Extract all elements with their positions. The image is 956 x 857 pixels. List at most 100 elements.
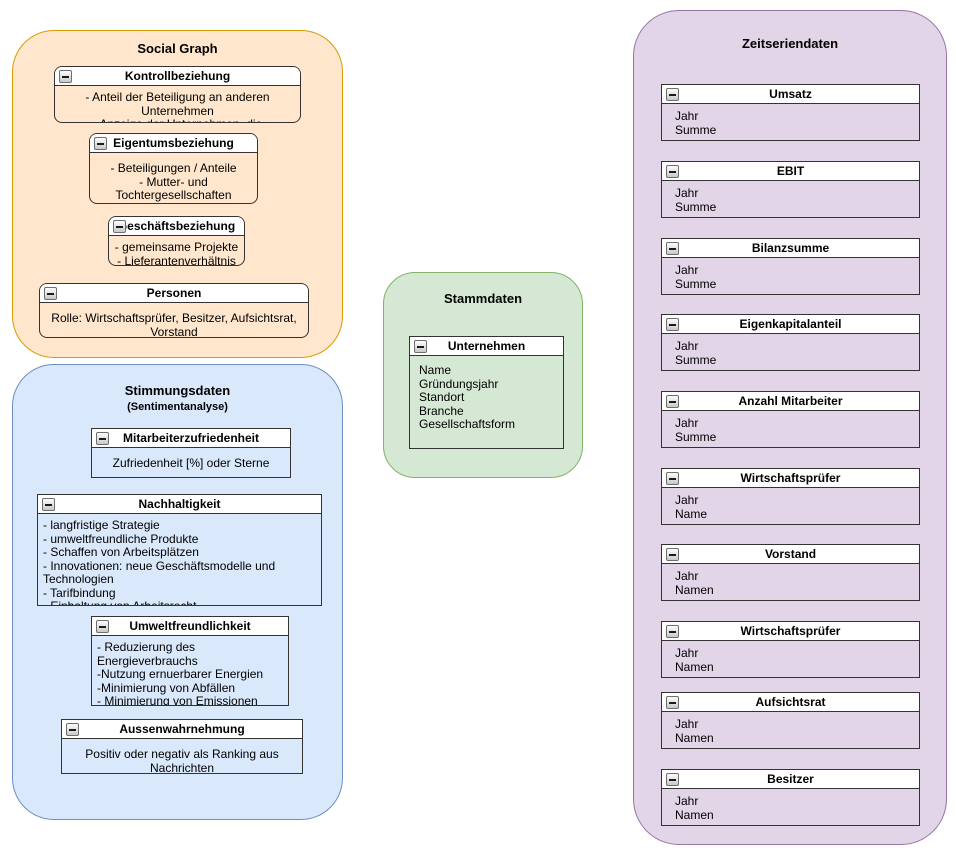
node-anzahl-mitarbeiter[interactable]: Anzahl Mitarbeiter Jahr Summe — [661, 391, 920, 448]
node-header: Wirtschaftsprüfer — [662, 622, 919, 641]
collapse-icon[interactable] — [666, 472, 679, 485]
node-header: Umweltfreundlichkeit — [92, 617, 288, 636]
collapse-icon[interactable] — [666, 165, 679, 178]
collapse-icon[interactable] — [666, 696, 679, 709]
node-title: Besitzer — [767, 772, 814, 786]
node-ebit[interactable]: EBIT Jahr Summe — [661, 161, 920, 218]
node-title: Wirtschaftsprüfer — [740, 471, 841, 485]
node-title: Vorstand — [764, 547, 817, 561]
node-body: Jahr Namen — [675, 569, 714, 597]
node-umsatz[interactable]: Umsatz Jahr Summe — [661, 84, 920, 141]
node-body: - langfristige Strategie - umweltfreundl… — [43, 518, 276, 606]
node-bilanzsumme[interactable]: Bilanzsumme Jahr Summe — [661, 238, 920, 295]
collapse-icon[interactable] — [59, 70, 72, 83]
node-vorstand[interactable]: Vorstand Jahr Namen — [661, 544, 920, 601]
node-wirtschaftspruefer-1[interactable]: Wirtschaftsprüfer Jahr Name — [661, 468, 920, 525]
collapse-icon[interactable] — [44, 287, 57, 300]
node-title: Aussenwahrnehmung — [119, 722, 245, 736]
node-title: Nachhaltigkeit — [138, 497, 221, 511]
group-title: Stammdaten — [443, 291, 523, 306]
node-header: EBIT — [662, 162, 919, 181]
node-header: Eigenkapitalanteil — [662, 315, 919, 334]
group-title: Social Graph — [137, 41, 218, 56]
group-title: Stimmungsdaten — [124, 383, 231, 398]
node-title: Aufsichtsrat — [755, 695, 826, 709]
collapse-icon[interactable] — [42, 498, 55, 511]
node-body: Jahr Summe — [675, 416, 717, 444]
node-title: Kontrollbeziehung — [124, 69, 231, 83]
node-header: Aussenwahrnehmung — [62, 720, 302, 739]
node-body: Jahr Summe — [675, 109, 717, 137]
node-besitzer[interactable]: Besitzer Jahr Namen — [661, 769, 920, 826]
node-mitarbeiterzufriedenheit[interactable]: Mitarbeiterzufriedenheit Zufriedenheit [… — [91, 428, 291, 478]
node-body: Jahr Summe — [675, 263, 717, 291]
node-header: Anzahl Mitarbeiter — [662, 392, 919, 411]
collapse-icon[interactable] — [666, 625, 679, 638]
node-body: Rolle: Wirtschaftsprüfer, Besitzer, Aufs… — [51, 311, 297, 338]
node-body: Zufriedenheit [%] oder Sterne — [112, 456, 270, 470]
node-header: Vorstand — [662, 545, 919, 564]
node-geschaeftsbeziehung[interactable]: Geschäftsbeziehung - gemeinsame Projekte… — [108, 216, 245, 266]
node-header: Aufsichtsrat — [662, 693, 919, 712]
collapse-icon[interactable] — [666, 88, 679, 101]
node-body: Positiv oder negativ als Ranking aus Nac… — [85, 747, 279, 774]
collapse-icon[interactable] — [96, 620, 109, 633]
node-title: Anzahl Mitarbeiter — [738, 394, 843, 408]
node-title: Personen — [146, 286, 202, 300]
node-aussenwahrnehmung[interactable]: Aussenwahrnehmung Positiv oder negativ a… — [61, 719, 303, 774]
node-title: Umsatz — [769, 87, 812, 101]
node-header: Mitarbeiterzufriedenheit — [92, 429, 290, 448]
node-header: Nachhaltigkeit — [38, 495, 321, 514]
group-zeitseriendaten[interactable]: Zeitseriendaten Umsatz Jahr Summe EBIT J… — [633, 10, 947, 845]
node-title: EBIT — [776, 164, 805, 178]
node-title: Unternehmen — [447, 339, 526, 353]
node-header: Geschäftsbeziehung — [109, 217, 244, 236]
node-title: Eigenkapitalanteil — [739, 317, 842, 331]
group-social-graph[interactable]: Social Graph Kontrollbeziehung - Anteil … — [12, 30, 343, 358]
node-body: Jahr Namen — [675, 717, 714, 745]
collapse-icon[interactable] — [666, 395, 679, 408]
node-title: Geschäftsbeziehung — [117, 219, 236, 233]
node-eigenkapitalanteil[interactable]: Eigenkapitalanteil Jahr Summe — [661, 314, 920, 371]
node-kontrollbeziehung[interactable]: Kontrollbeziehung - Anteil der Beteiligu… — [54, 66, 301, 123]
collapse-icon[interactable] — [96, 432, 109, 445]
node-body: - Anteil der Beteiligung an anderen Unte… — [85, 90, 270, 122]
node-header: Besitzer — [662, 770, 919, 789]
group-stammdaten[interactable]: Stammdaten Unternehmen Name Gründungsjah… — [383, 272, 583, 478]
node-body: Jahr Name — [675, 493, 708, 521]
group-stimmungsdaten[interactable]: Stimmungsdaten (Sentimentanalyse) Mitarb… — [12, 364, 343, 820]
node-title: Umweltfreundlichkeit — [129, 619, 251, 633]
node-header: Wirtschaftsprüfer — [662, 469, 919, 488]
collapse-icon[interactable] — [113, 220, 126, 233]
node-umweltfreundlichkeit[interactable]: Umweltfreundlichkeit - Reduzierung des E… — [91, 616, 289, 706]
node-unternehmen[interactable]: Unternehmen Name Gründungsjahr Standort … — [409, 336, 564, 449]
group-title: Zeitseriendaten — [741, 36, 839, 51]
collapse-icon[interactable] — [666, 773, 679, 786]
node-title: Eigentumsbeziehung — [113, 136, 234, 150]
node-body: Jahr Summe — [675, 186, 717, 214]
node-body: - Reduzierung des Energieverbrauchs -Nut… — [97, 640, 264, 706]
collapse-icon[interactable] — [666, 242, 679, 255]
node-title: Wirtschaftsprüfer — [740, 624, 841, 638]
node-aufsichtsrat[interactable]: Aufsichtsrat Jahr Namen — [661, 692, 920, 749]
group-subtitle: (Sentimentanalyse) — [127, 401, 228, 413]
collapse-icon[interactable] — [94, 137, 107, 150]
node-wirtschaftspruefer-2[interactable]: Wirtschaftsprüfer Jahr Namen — [661, 621, 920, 678]
node-header: Eigentumsbeziehung — [90, 134, 257, 153]
node-body: Jahr Summe — [675, 339, 717, 367]
collapse-icon[interactable] — [66, 723, 79, 736]
collapse-icon[interactable] — [666, 548, 679, 561]
node-body: Jahr Namen — [675, 646, 714, 674]
node-header: Bilanzsumme — [662, 239, 919, 258]
node-body: - gemeinsame Projekte - Lieferantenverhä… — [114, 240, 239, 266]
collapse-icon[interactable] — [666, 318, 679, 331]
node-header: Unternehmen — [410, 337, 563, 356]
node-header: Umsatz — [662, 85, 919, 104]
node-nachhaltigkeit[interactable]: Nachhaltigkeit - langfristige Strategie … — [37, 494, 322, 606]
node-body: Name Gründungsjahr Standort Branche Gese… — [419, 363, 516, 431]
collapse-icon[interactable] — [414, 340, 427, 353]
node-personen[interactable]: Personen Rolle: Wirtschaftsprüfer, Besit… — [39, 283, 309, 338]
node-eigentumsbeziehung[interactable]: Eigentumsbeziehung - Beteiligungen / Ant… — [89, 133, 258, 204]
node-body: Jahr Namen — [675, 794, 714, 822]
